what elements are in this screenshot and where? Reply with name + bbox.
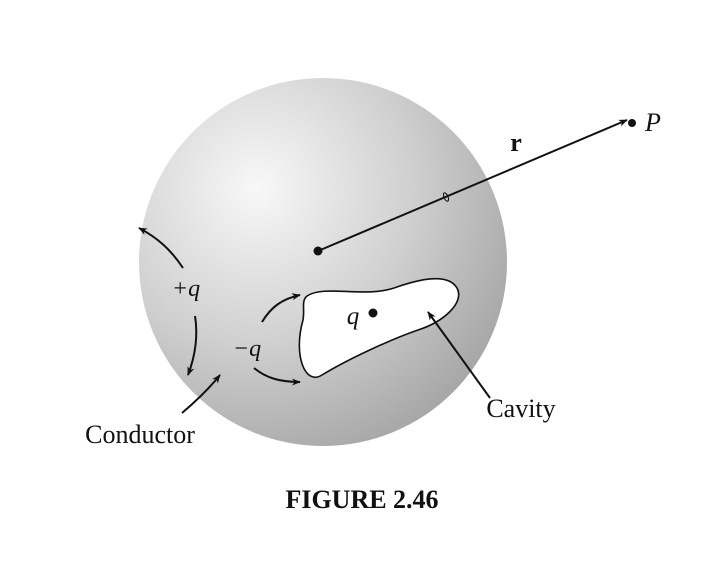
outer-charge-arrow-down: [187, 315, 198, 376]
sphere-center-dot: [313, 246, 323, 256]
inner-charge-arrow-up: [261, 293, 301, 323]
cavity-charge-label: q: [347, 303, 360, 330]
conductor-label: Conductor: [85, 420, 195, 449]
figure-caption: FIGURE 2.46: [285, 485, 438, 514]
conductor-pointer-arrow: [181, 374, 221, 414]
outer-charge-label: +q: [172, 276, 200, 302]
outer-charge-arrow-up: [138, 227, 184, 269]
point-p-label: P: [644, 108, 661, 137]
cavity-label: Cavity: [486, 394, 555, 423]
inner-charge-arrow-down: [253, 367, 301, 386]
cavity-charge-dot: [368, 308, 378, 318]
conductor-sphere: [139, 78, 507, 446]
inner-charge-label: −q: [233, 336, 261, 362]
vector-r-label: r: [510, 128, 522, 157]
point-p-dot: [628, 119, 636, 127]
vector-r-arrow: [317, 119, 628, 252]
cavity-shape: [298, 277, 460, 378]
vector-r-tick: [442, 192, 450, 202]
cavity-pointer-arrow: [427, 311, 491, 399]
